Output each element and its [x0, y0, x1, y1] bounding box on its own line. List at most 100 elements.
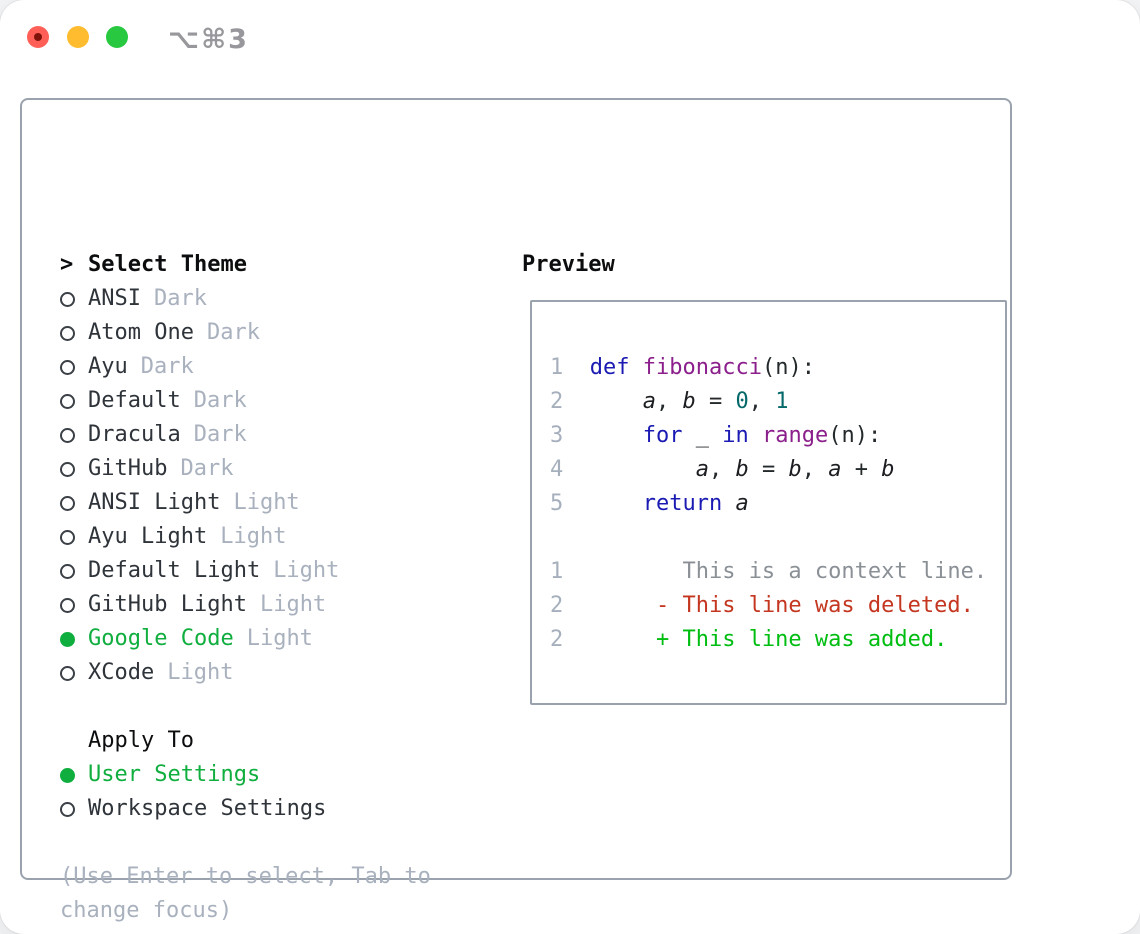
code-token: b	[788, 457, 802, 482]
theme-name: XCode	[88, 660, 155, 685]
line-number: 3	[550, 423, 590, 448]
radio-icon	[60, 597, 75, 613]
line-number: 4	[550, 457, 590, 482]
code-token	[590, 423, 643, 448]
code-line: 2 + This line was added.	[550, 623, 987, 657]
code-line: 1 def fibonacci(n):	[550, 351, 987, 385]
theme-variant: Light	[233, 490, 300, 515]
code-token: + This line was added.	[589, 627, 948, 652]
line-number: 2	[550, 389, 590, 414]
code-token: =	[748, 457, 789, 482]
apply-to-option[interactable]: Workspace Settings	[60, 792, 460, 826]
close-dot-icon	[34, 33, 42, 41]
theme-name: GitHub	[88, 456, 168, 481]
apply-to-option[interactable]: User Settings	[60, 758, 460, 792]
line-number: 1	[550, 559, 590, 584]
apply-to-label: Workspace Settings	[88, 796, 327, 821]
code-line: 2 a, b = 0, 1	[550, 385, 987, 419]
radio-icon	[60, 461, 75, 477]
code-token: in	[722, 423, 749, 448]
line-number: 5	[550, 491, 590, 516]
theme-option[interactable]: Default Dark	[60, 384, 460, 418]
code-token: ,	[655, 389, 683, 414]
theme-variant: Light	[259, 592, 327, 617]
theme-option[interactable]: ANSI Dark	[60, 282, 460, 316]
radio-icon	[60, 393, 75, 409]
preview-header: Preview	[522, 252, 615, 277]
window-shortcut-label: ⌥⌘3	[168, 24, 249, 55]
theme-variant: Dark	[180, 456, 234, 481]
code-blank-line	[550, 521, 987, 555]
theme-name: Default	[88, 388, 181, 413]
theme-variant: Light	[167, 660, 234, 685]
theme-variant: Dark	[153, 286, 207, 311]
code-token: (n):	[761, 355, 815, 380]
theme-option[interactable]: Atom One Dark	[60, 316, 460, 350]
theme-variant: Dark	[193, 422, 247, 447]
radio-icon	[60, 495, 75, 511]
theme-name: Atom One	[88, 320, 194, 345]
theme-variant: Light	[246, 626, 313, 651]
minimize-button[interactable]	[67, 26, 89, 48]
code-token: ,	[748, 389, 776, 414]
theme-option[interactable]: Ayu Light Light	[60, 520, 460, 554]
maximize-button[interactable]	[106, 26, 128, 48]
radio-icon	[60, 529, 75, 545]
select-theme-title: Select Theme	[88, 252, 247, 277]
code-line: 1 This is a context line.	[550, 555, 987, 589]
code-token: a	[735, 491, 749, 516]
line-number: 1	[550, 355, 590, 380]
radio-icon	[60, 359, 75, 375]
code-token: a	[695, 457, 709, 482]
code-token: return	[642, 491, 723, 516]
selection-caret: >	[60, 252, 74, 277]
code-token: 0	[735, 389, 749, 414]
theme-variant: Light	[220, 524, 287, 549]
radio-icon	[60, 563, 75, 579]
code-token	[722, 491, 735, 516]
theme-variant: Dark	[206, 320, 260, 345]
theme-name: ANSI	[88, 286, 141, 311]
code-token: ,	[708, 457, 736, 482]
code-line: 5 return a	[550, 487, 987, 521]
radio-selected-icon	[60, 631, 75, 647]
spacer	[60, 826, 460, 860]
code-token: a	[828, 457, 842, 482]
code-token: b	[735, 457, 749, 482]
radio-icon	[60, 291, 75, 307]
code-token	[749, 423, 762, 448]
theme-name: ANSI Light	[88, 490, 221, 515]
theme-option[interactable]: ANSI Light Light	[60, 486, 460, 520]
keyboard-hint: (Use Enter to select, Tab to change focu…	[60, 864, 431, 923]
theme-option[interactable]: XCode Light	[60, 656, 460, 690]
apply-to-header: Apply To	[88, 728, 194, 753]
code-token: a	[642, 389, 656, 414]
code-token: (n):	[828, 423, 882, 448]
code-token: This is a context line.	[589, 559, 988, 584]
close-button[interactable]	[27, 26, 49, 48]
code-token	[590, 457, 696, 482]
theme-name: Default Light	[88, 558, 261, 583]
radio-icon	[60, 427, 75, 443]
code-token: for	[642, 423, 683, 448]
code-line: 4 a, b = b, a + b	[550, 453, 987, 487]
theme-option[interactable]: GitHub Dark	[60, 452, 460, 486]
code-token: b	[881, 457, 895, 482]
spacer	[60, 690, 460, 724]
code-token: ,	[801, 457, 829, 482]
line-number: 2	[550, 627, 590, 652]
radio-icon	[60, 801, 75, 817]
code-token: fibonacci	[642, 355, 762, 380]
theme-variant: Dark	[193, 388, 247, 413]
theme-name: Ayu Light	[88, 524, 208, 549]
